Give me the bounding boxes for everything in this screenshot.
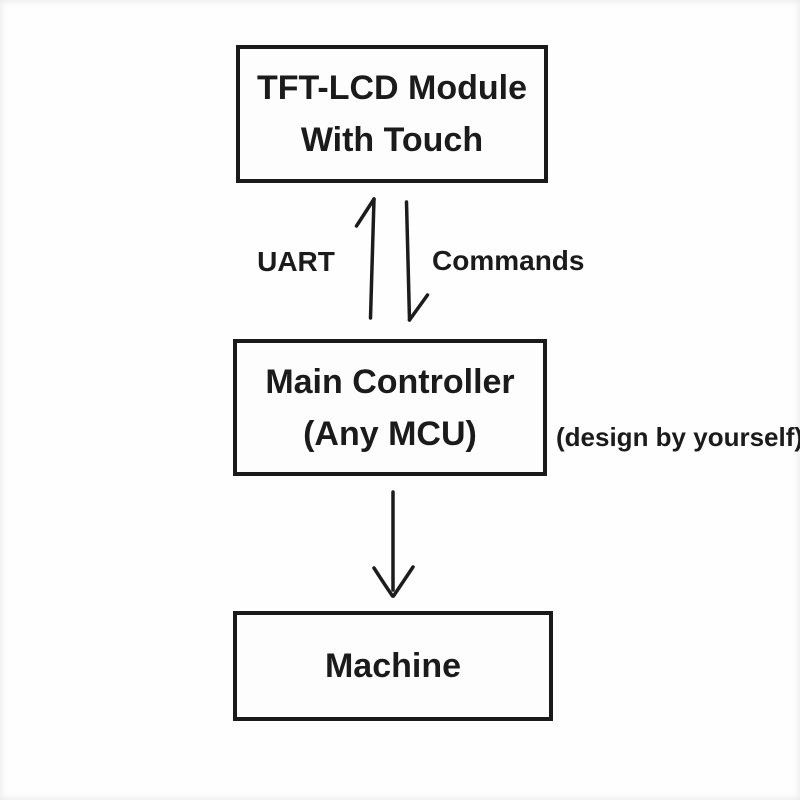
node-main-controller-line1: Main Controller: [265, 362, 515, 401]
node-machine-label: Machine: [324, 647, 462, 685]
controller-to-machine-arrow: [372, 490, 415, 598]
node-main-controller-line2: (Any MCU): [303, 414, 477, 453]
commands-down-arrow: [404, 200, 430, 322]
node-tft-lcd-line2: With Touch: [300, 121, 484, 159]
node-tft-lcd-module: TFT-LCD Module With Touch: [236, 45, 548, 183]
node-machine: Machine: [233, 611, 553, 721]
node-tft-lcd-line1: TFT-LCD Module: [256, 69, 528, 107]
uart-up-arrow: [354, 197, 376, 320]
uart-edge-label: UART: [257, 246, 335, 277]
design-note-annotation: (design by yourself): [556, 422, 800, 452]
node-main-controller: Main Controller (Any MCU): [233, 339, 547, 476]
commands-edge-label: Commands: [432, 245, 585, 276]
